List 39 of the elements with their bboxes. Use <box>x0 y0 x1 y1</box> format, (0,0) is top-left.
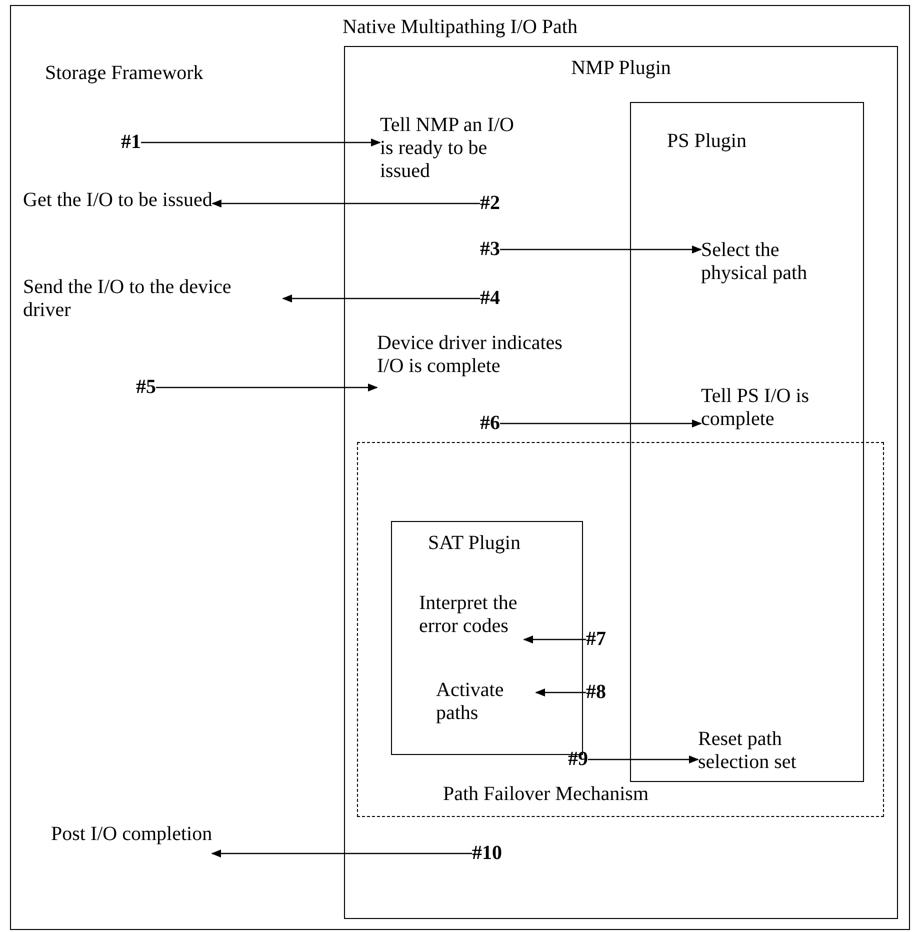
dashed-group-box <box>357 442 884 817</box>
arrow <box>211 850 472 858</box>
arrow <box>282 294 480 302</box>
box-title: SAT Plugin <box>428 532 520 555</box>
plugin-box <box>630 102 864 782</box>
step-number: #6 <box>480 412 500 435</box>
step-number: #2 <box>480 192 500 215</box>
arrow <box>156 384 378 392</box>
arrow <box>500 246 702 254</box>
step-text: Interpret the error codes <box>419 592 524 638</box>
step-number: #4 <box>480 287 500 310</box>
step-number: #5 <box>136 376 156 399</box>
step-text: Post I/O completion <box>51 823 212 846</box>
arrow <box>500 420 702 428</box>
step-text: Reset path selection set <box>698 728 833 774</box>
group-title: Path Failover Mechanism <box>443 783 649 806</box>
box-title: NMP Plugin <box>570 57 672 80</box>
step-text: Tell NMP an I/O is ready to be issued <box>380 114 530 183</box>
step-text: Select the physical path <box>701 239 821 285</box>
arrow <box>535 688 586 696</box>
arrow <box>588 756 699 764</box>
step-text: Tell PS I/O is complete <box>701 385 841 431</box>
plugin-box <box>344 46 898 919</box>
section-label: Storage Framework <box>45 62 204 85</box>
step-number: #7 <box>586 628 606 651</box>
step-text: Device driver indicates I/O is complete <box>377 332 582 378</box>
step-number: #1 <box>121 131 141 154</box>
arrow <box>211 200 480 208</box>
step-text: Send the I/O to the device driver <box>23 276 283 322</box>
frame-title: Native Multipathing I/O Path <box>342 16 578 39</box>
step-number: #3 <box>480 238 500 261</box>
step-text: Get the I/O to be issued <box>23 189 212 212</box>
step-number: #10 <box>472 842 502 865</box>
arrow <box>523 636 586 644</box>
arrow <box>141 138 381 146</box>
outer-frame <box>10 5 910 930</box>
box-title: PS Plugin <box>667 130 746 153</box>
step-number: #8 <box>586 681 606 704</box>
step-text: Activate paths <box>436 679 536 725</box>
